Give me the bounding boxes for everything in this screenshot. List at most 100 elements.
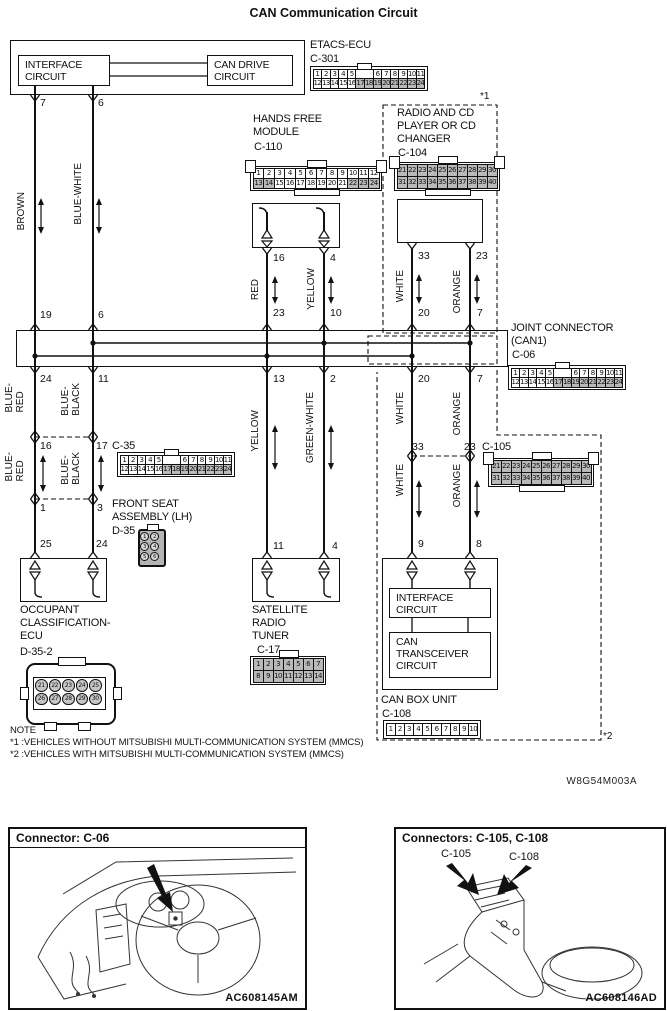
occupant-name: ECU (20, 630, 43, 642)
panel-code: AC608146AD (585, 992, 657, 1004)
pin-number: 11 (273, 540, 284, 552)
joint-name: JOINT CONNECTOR (511, 322, 614, 334)
connector-callout-c105: C-105 (441, 848, 471, 860)
pin-cell: 6 (150, 552, 159, 561)
pin-cell: 22 (48, 679, 61, 692)
occupant-ecu-box (20, 558, 107, 602)
canbox-interface-circuit-box: INTERFACE CIRCUIT (389, 588, 491, 618)
pin-number: 11 (98, 373, 109, 385)
pin-number: 16 (273, 252, 285, 264)
pin-number: 33 (412, 441, 424, 453)
pin-cell: 5 (140, 552, 149, 561)
box-label: CAN (396, 636, 418, 648)
box-label: CIRCUIT (214, 71, 256, 83)
connector-inner-frame (33, 677, 106, 710)
wire-color-label: BLUE- RED (4, 383, 26, 412)
pin-number: 6 (98, 97, 104, 109)
pin-cell: 21 (35, 679, 48, 692)
connector-key-notch (279, 650, 299, 658)
pin-number: 20 (418, 307, 430, 319)
radio-name: CHANGER (397, 133, 451, 145)
pin-number: 19 (40, 309, 52, 321)
radio-name: RADIO AND CD (397, 107, 475, 119)
pin-cell: 29 (75, 692, 88, 705)
pin-cell: 24 (415, 78, 426, 89)
pin-cell: 24 (222, 464, 233, 475)
c35-code: C-35 (112, 440, 136, 452)
connector-tab (78, 722, 91, 731)
pin-cell: 30 (89, 692, 102, 705)
radio-name: PLAYER OR CD (397, 120, 476, 132)
front-seat-name: ASSEMBLY (LH) (112, 511, 193, 523)
wire-color-label: BLUE-WHITE (73, 163, 84, 225)
pin-cell: 14 (312, 669, 324, 683)
panel-title: Connectors: C-105, C-108 (402, 831, 549, 845)
box-label: CIRCUIT (25, 71, 67, 83)
pin-number: 1 (40, 502, 46, 514)
pin-number: 8 (476, 538, 482, 550)
pin-number: 25 (40, 538, 52, 550)
can-box-name: CAN BOX UNIT (381, 694, 457, 706)
pin-number: 10 (330, 307, 342, 319)
pin-number: 23 (464, 441, 476, 453)
pin-cell: 10 (468, 722, 479, 736)
satellite-name: SATELLITE (252, 604, 308, 616)
pin-number: 7 (477, 373, 483, 385)
pin-cell: 27 (48, 692, 61, 705)
satellite-tuner-box (252, 558, 340, 602)
box-label: INTERFACE (396, 592, 454, 604)
joint-connector-box (16, 330, 508, 367)
connector-key-notch (307, 160, 327, 168)
location-arrow (147, 864, 173, 912)
wire-color-line: RED (15, 460, 26, 482)
wire-color-label: BLUE- BLACK (60, 452, 82, 485)
hfm-code: C-110 (254, 141, 283, 153)
pin-cell: 40 (486, 175, 498, 189)
etacs-name: ETACS-ECU (310, 39, 371, 51)
wire-color-label: ORANGE (452, 392, 463, 436)
wire-color-label: WHITE (395, 270, 406, 303)
wire-color-line: BLUE- (4, 383, 15, 413)
pin-number: 2 (330, 373, 336, 385)
note-line-1: *1 :VEHICLES WITHOUT MITSUBISHI MULTI-CO… (10, 737, 364, 748)
box-label: CAN DRIVE (214, 59, 270, 71)
pin-cell: 40 (580, 471, 592, 485)
pin-number: 24 (40, 373, 52, 385)
connector-key-notch (438, 156, 458, 164)
pin-number: 4 (330, 252, 336, 264)
wire-color-line: BLACK (71, 452, 82, 485)
pin-cell: 1 (140, 532, 149, 541)
box-label: TRANSCEIVER (396, 648, 469, 660)
pin-number: 6 (98, 309, 104, 321)
location-arrow (497, 865, 532, 895)
radio-box (397, 199, 483, 243)
wire-color-line: BLACK (71, 383, 82, 416)
connector-tab (44, 722, 57, 731)
c105-code: C-105 (482, 441, 511, 453)
etacs-interface-circuit-box: INTERFACE CIRCUIT (18, 55, 110, 86)
wire-color-label: WHITE (395, 392, 406, 425)
pin-number: 3 (97, 502, 103, 514)
pin-cell: 23 (62, 679, 75, 692)
front-seat-name: FRONT SEAT (112, 498, 179, 510)
wire-color-line: BLUE- (60, 386, 71, 416)
satellite-name: RADIO (252, 617, 286, 629)
wire-color-label: BROWN (16, 192, 27, 231)
etacs-code: C-301 (310, 53, 339, 65)
box-label: INTERFACE (25, 59, 83, 71)
wire-color-label: RED (250, 279, 261, 301)
pin-number: 7 (40, 97, 46, 109)
pin-number: 4 (332, 540, 338, 552)
wire-color-label: GREEN-WHITE (305, 392, 316, 464)
note-heading: NOTE (10, 725, 36, 736)
wire-color-label: ORANGE (452, 464, 463, 508)
pin-cell: 28 (62, 692, 75, 705)
